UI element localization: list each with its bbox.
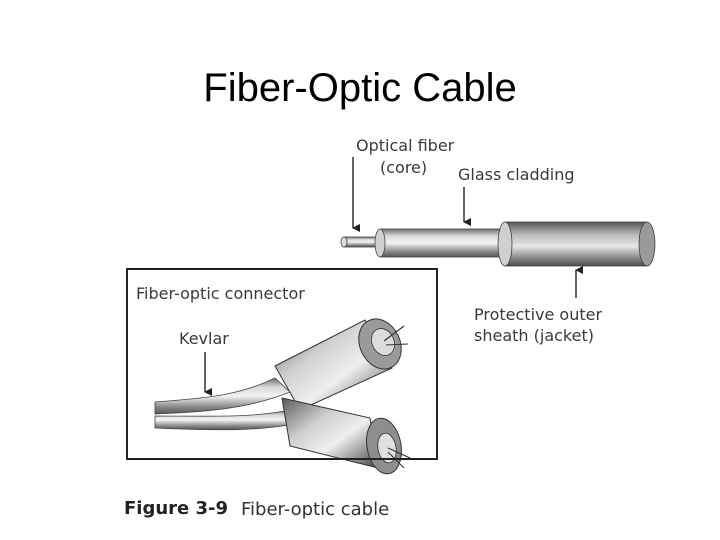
glass-cladding-label: Glass cladding [458, 165, 575, 184]
jacket-label-line2: sheath (jacket) [474, 326, 594, 345]
figure-number: Figure 3-9 [124, 498, 229, 519]
connector-cables [154, 377, 296, 431]
upper-connector [274, 318, 409, 411]
glass-cladding [374, 228, 511, 258]
connector-label: Fiber-optic connector [136, 284, 305, 303]
connector-inset-box [126, 268, 438, 460]
kevlar-label: Kevlar [179, 329, 229, 348]
figure-caption: Fiber-optic cable [241, 499, 390, 520]
outer-jacket [497, 221, 656, 267]
jacket-label-line1: Protective outer [474, 305, 603, 324]
optical-fiber-label: Optical fiber [356, 136, 455, 155]
core-label: (core) [380, 158, 428, 177]
slide-title: Fiber-Optic Cable [203, 66, 517, 110]
